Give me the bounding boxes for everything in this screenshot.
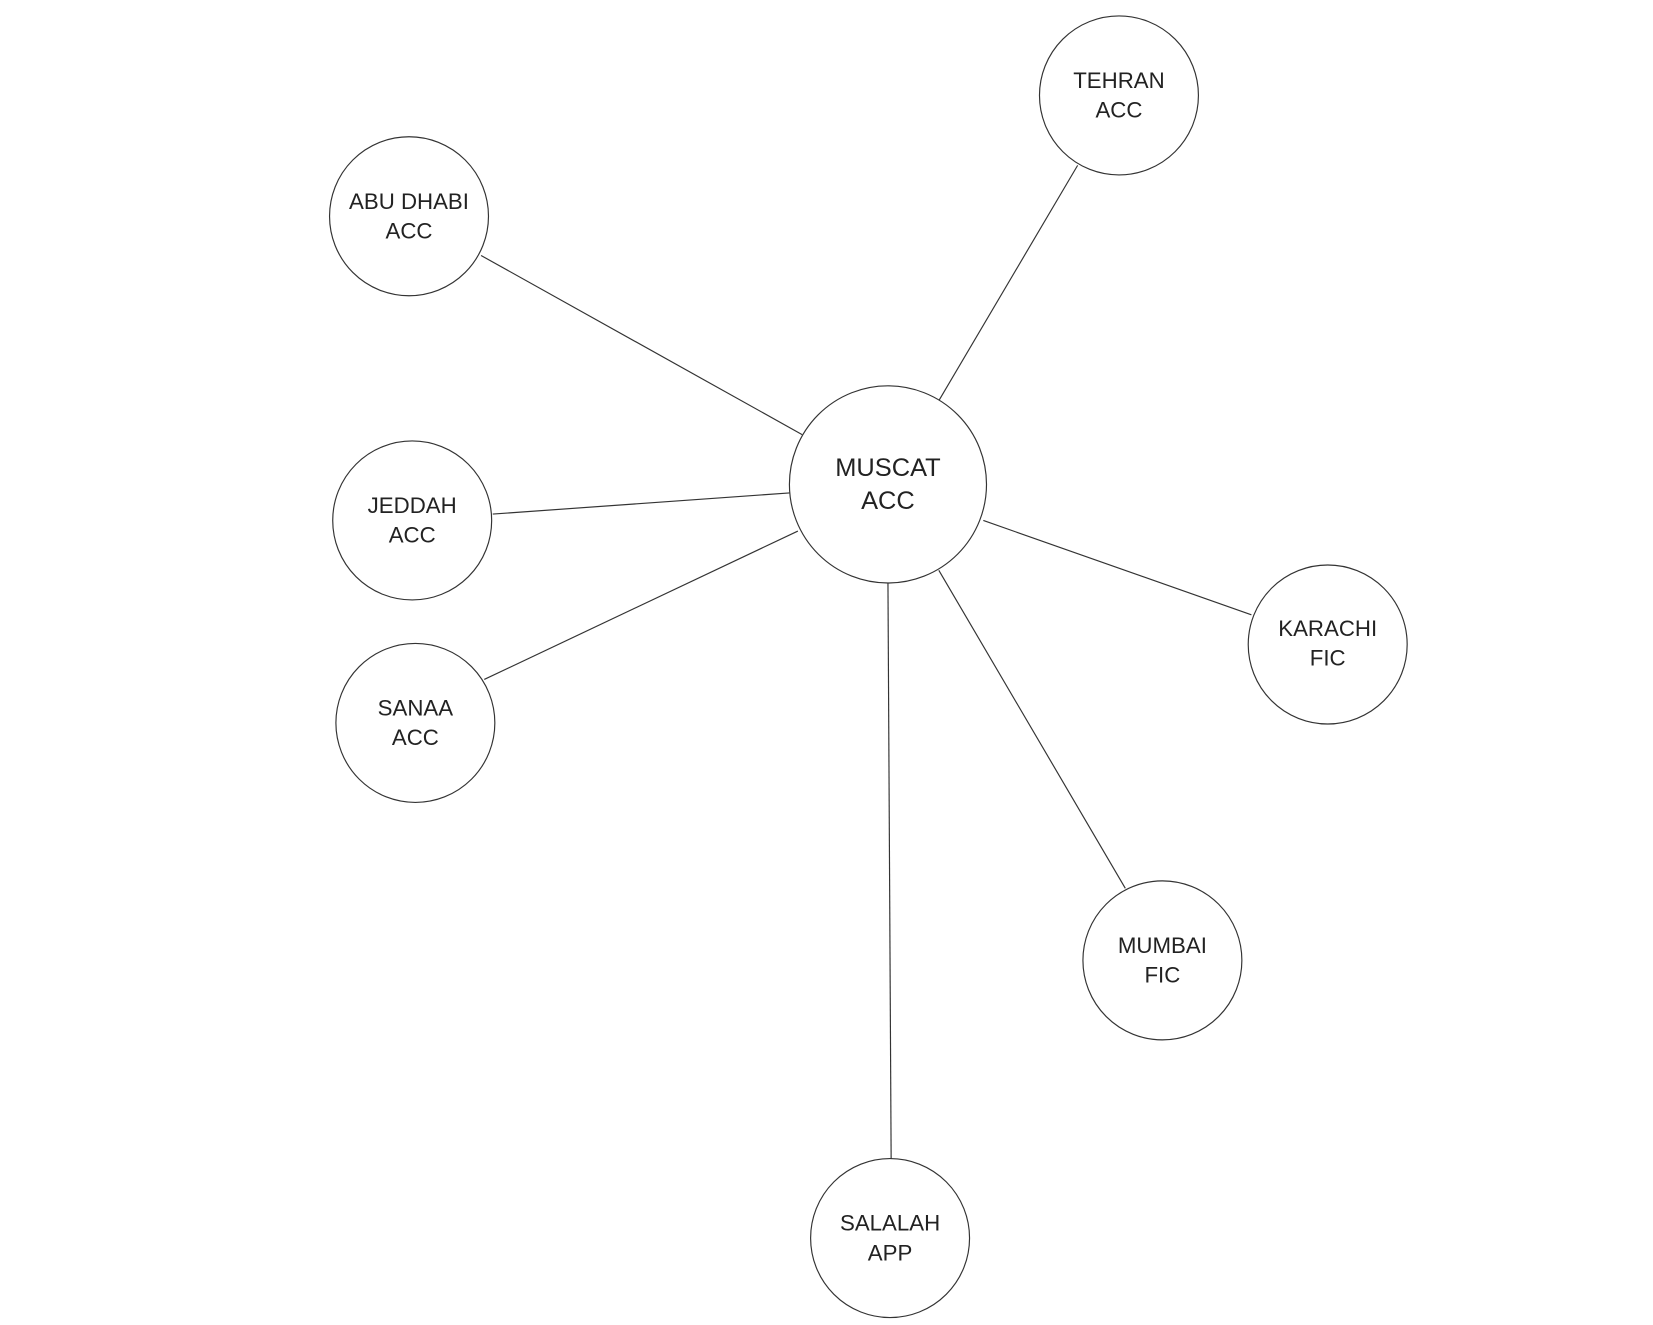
node-label: ACC [389, 523, 436, 548]
edge-sanaa [483, 530, 799, 680]
edge-abu-dhabi [480, 254, 803, 436]
node-label: ACC [386, 218, 433, 243]
node-label: ACC [861, 487, 915, 515]
node-label: FIC [1144, 963, 1180, 988]
node-tehran-acc: TEHRAN ACC [1038, 15, 1200, 176]
node-muscat-acc: MUSCAT ACC [788, 385, 988, 584]
node-label: ABU DHABI [349, 189, 469, 214]
node-label: ACC [392, 725, 439, 750]
node-karachi-fic: KARACHI FIC [1247, 564, 1408, 725]
node-label: JEDDAH [368, 493, 457, 518]
node-label: TEHRAN [1073, 68, 1164, 93]
edge-tehran [938, 165, 1079, 401]
node-label: SANAA [378, 695, 454, 720]
edge-mumbai [938, 569, 1126, 889]
node-salalah-app: SALALAH APP [810, 1157, 971, 1319]
node-label: MUSCAT [835, 454, 940, 482]
node-sanaa-acc: SANAA ACC [335, 642, 496, 804]
edge-jeddah [492, 492, 790, 515]
node-jeddah-acc: JEDDAH ACC [332, 440, 493, 601]
edge-karachi [983, 519, 1252, 616]
node-label: ACC [1095, 98, 1142, 123]
node-mumbai-fic: MUMBAI FIC [1082, 880, 1243, 1041]
node-label: SALALAH [840, 1211, 940, 1236]
node-label: MUMBAI [1118, 933, 1207, 958]
node-label: FIC [1310, 646, 1346, 671]
node-abu-dhabi-acc: ABU DHABI ACC [328, 136, 490, 297]
edge-salalah [887, 582, 892, 1159]
node-label: APP [868, 1240, 913, 1265]
node-label: KARACHI [1278, 616, 1377, 641]
